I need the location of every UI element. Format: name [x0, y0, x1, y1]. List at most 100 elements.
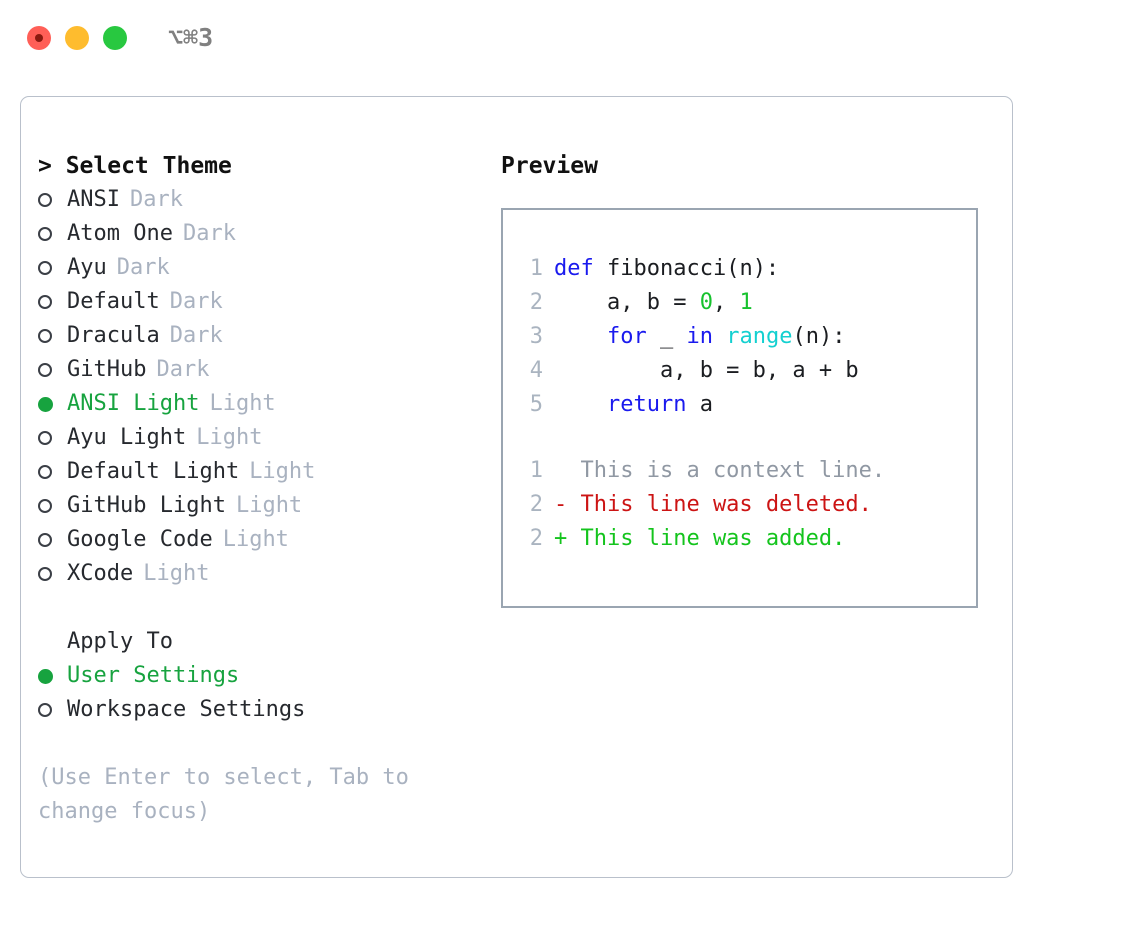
theme-option-variant: Dark	[182, 221, 236, 246]
code-token-plain: a	[686, 392, 713, 417]
radio-unselected-icon[interactable]	[38, 489, 67, 523]
diff-line-number: 2	[529, 526, 543, 551]
theme-option-name: XCode	[67, 561, 134, 586]
radio-ring-icon	[38, 261, 52, 275]
radio-selected-icon[interactable]	[38, 659, 67, 693]
theme-option-variant: Light	[143, 561, 210, 586]
radio-dot-icon	[38, 669, 53, 684]
zoom-button-icon[interactable]	[103, 26, 127, 50]
code-diff-separator	[513, 422, 970, 454]
close-button-icon[interactable]	[27, 26, 51, 50]
code-token-plain: a, b = b, a + b	[554, 358, 859, 383]
diff-line: 2 + This line was added.	[513, 522, 970, 556]
theme-option-variant: Dark	[129, 187, 183, 212]
radio-unselected-icon[interactable]	[38, 285, 67, 319]
theme-option-variant: Light	[235, 493, 303, 518]
code-token-plain: ,	[712, 290, 740, 315]
code-token-plain: _	[646, 324, 687, 349]
radio-unselected-icon[interactable]	[38, 183, 67, 217]
radio-unselected-icon[interactable]	[38, 319, 67, 353]
radio-unselected-icon[interactable]	[38, 455, 67, 489]
radio-ring-icon	[38, 295, 52, 309]
apply-to-option-workspace-settings[interactable]: Workspace Settings	[38, 693, 488, 727]
diff-line-text: This is a context line.	[554, 458, 886, 483]
radio-ring-icon	[38, 703, 52, 717]
theme-option-dracula[interactable]: Dracula Dark	[38, 319, 488, 353]
code-line-number: 4	[529, 358, 543, 383]
radio-ring-icon	[38, 499, 52, 513]
radio-unselected-icon[interactable]	[38, 557, 67, 591]
code-token-plain	[554, 392, 607, 417]
theme-option-name: GitHub	[67, 357, 147, 382]
window-controls	[27, 26, 127, 50]
select-theme-title: > Select Theme	[38, 153, 232, 179]
radio-unselected-icon[interactable]	[38, 693, 67, 727]
radio-unselected-icon[interactable]	[38, 251, 67, 285]
theme-option-variant: Dark	[156, 357, 210, 382]
theme-option-github[interactable]: GitHub Dark	[38, 353, 488, 387]
close-dot-icon	[35, 34, 43, 42]
code-line-number: 2	[529, 290, 543, 315]
theme-option-name: Ayu	[67, 255, 107, 280]
code-token-kw: in	[686, 324, 713, 349]
theme-option-name: Default Light	[67, 459, 240, 484]
radio-ring-icon	[38, 329, 52, 343]
radio-unselected-icon[interactable]	[38, 523, 67, 557]
radio-unselected-icon[interactable]	[38, 421, 67, 455]
theme-option-xcode[interactable]: XCode Light	[38, 557, 488, 591]
theme-option-ayu[interactable]: Ayu Dark	[38, 251, 488, 285]
code-token-plain: (n):	[792, 324, 846, 349]
code-line-number: 5	[529, 392, 543, 417]
theme-option-variant: Light	[249, 459, 316, 484]
code-token-plain	[554, 324, 607, 349]
theme-option-variant: Dark	[116, 255, 170, 280]
code-line: 4 a, b = b, a + b	[513, 354, 970, 388]
code-line-text: a, b = 0, 1	[543, 286, 753, 320]
code-line: 3 for _ in range(n):	[513, 320, 970, 354]
minimize-button-icon[interactable]	[65, 26, 89, 50]
radio-ring-icon	[38, 431, 52, 445]
code-token-plain: fibonacci(n):	[593, 256, 780, 281]
code-token-plain: a, b =	[554, 290, 700, 315]
code-token-num: 0	[699, 290, 713, 315]
code-line-number: 1	[529, 256, 543, 281]
keyboard-hint-text: (Use Enter to select, Tab to change focu…	[38, 765, 423, 824]
apply-to-option-user-settings[interactable]: User Settings	[38, 659, 488, 693]
radio-unselected-icon[interactable]	[38, 217, 67, 251]
radio-selected-icon[interactable]	[38, 387, 67, 421]
code-line-text: def fibonacci(n):	[543, 252, 779, 286]
preview-title: Preview	[501, 153, 598, 179]
theme-option-google-code[interactable]: Google Code Light	[38, 523, 488, 557]
radio-dot-icon	[38, 397, 53, 412]
theme-option-name: Dracula	[67, 323, 160, 348]
code-token-kw: def	[554, 256, 594, 281]
radio-unselected-icon[interactable]	[38, 353, 67, 387]
theme-option-variant: Dark	[169, 323, 223, 348]
code-line: 2 a, b = 0, 1	[513, 286, 970, 320]
theme-option-variant: Dark	[169, 289, 223, 314]
code-line-text: a, b = b, a + b	[543, 354, 859, 388]
theme-option-name: Google Code	[67, 527, 213, 552]
code-line-text: return a	[543, 388, 713, 422]
code-line-number: 3	[529, 324, 543, 349]
diff-line-text: + This line was added.	[554, 526, 846, 551]
apply-to-option-label: Workspace Settings	[67, 697, 306, 722]
theme-option-default-light[interactable]: Default Light Light	[38, 455, 488, 489]
code-token-kw: for	[606, 324, 647, 349]
diff-line-text: - This line was deleted.	[554, 492, 872, 517]
radio-ring-icon	[38, 465, 52, 479]
diff-line: 1 This is a context line.	[513, 454, 970, 488]
theme-option-variant: Light	[196, 425, 263, 450]
theme-option-variant: Light	[222, 527, 289, 552]
